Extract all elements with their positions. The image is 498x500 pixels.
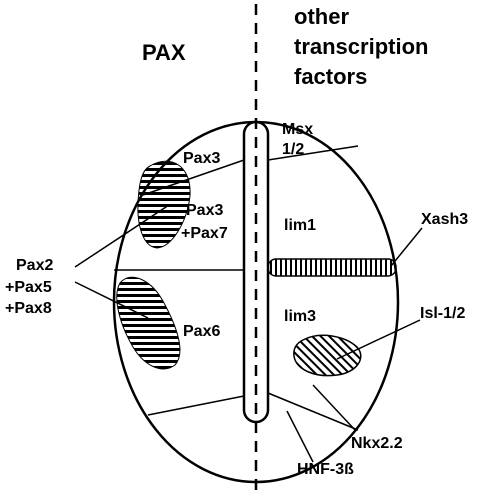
callout-nkx22: Nkx2.2	[351, 435, 403, 452]
label-msx-line2: 1/2	[282, 141, 304, 158]
isl12-leader	[336, 319, 421, 360]
pax258-leader-lower	[74, 281, 149, 319]
nkx22-leader	[312, 384, 356, 431]
label-lim3: lim3	[284, 308, 316, 325]
isl12-domain	[293, 334, 362, 377]
xash3-domain	[267, 258, 397, 277]
callout-pax258-line2: +Pax5	[5, 279, 52, 296]
pax258-leader-upper	[74, 204, 170, 268]
pax258-domain-lower	[116, 276, 181, 370]
boundary-lower-left	[147, 395, 245, 416]
callout-xash3: Xash3	[421, 211, 468, 228]
hnf3b-leader	[286, 410, 314, 463]
callout-pax258-line3: +Pax8	[5, 300, 52, 317]
boundary-msx-upper-right	[267, 145, 359, 161]
header-other-line2: transcription	[294, 34, 428, 59]
xash3-leader	[390, 227, 423, 267]
pax258-domain-upper	[137, 160, 191, 249]
callout-isl12: Isl-1/2	[420, 305, 465, 322]
label-pax3-pax7-line1: Pax3	[186, 202, 223, 219]
header-other-line3: factors	[294, 64, 367, 89]
callout-hnf3b: HNF-3ß	[297, 461, 354, 478]
callout-pax258-line1: Pax2	[16, 257, 53, 274]
header-pax: PAX	[142, 40, 186, 65]
header-other-line1: other	[294, 4, 349, 29]
label-lim1: lim1	[284, 217, 316, 234]
label-pax3: Pax3	[183, 150, 220, 167]
label-msx-line1: Msx	[282, 121, 313, 138]
label-pax3-pax7-line2: +Pax7	[181, 225, 228, 242]
label-pax6: Pax6	[183, 323, 220, 340]
boundary-lower-right	[267, 392, 359, 431]
